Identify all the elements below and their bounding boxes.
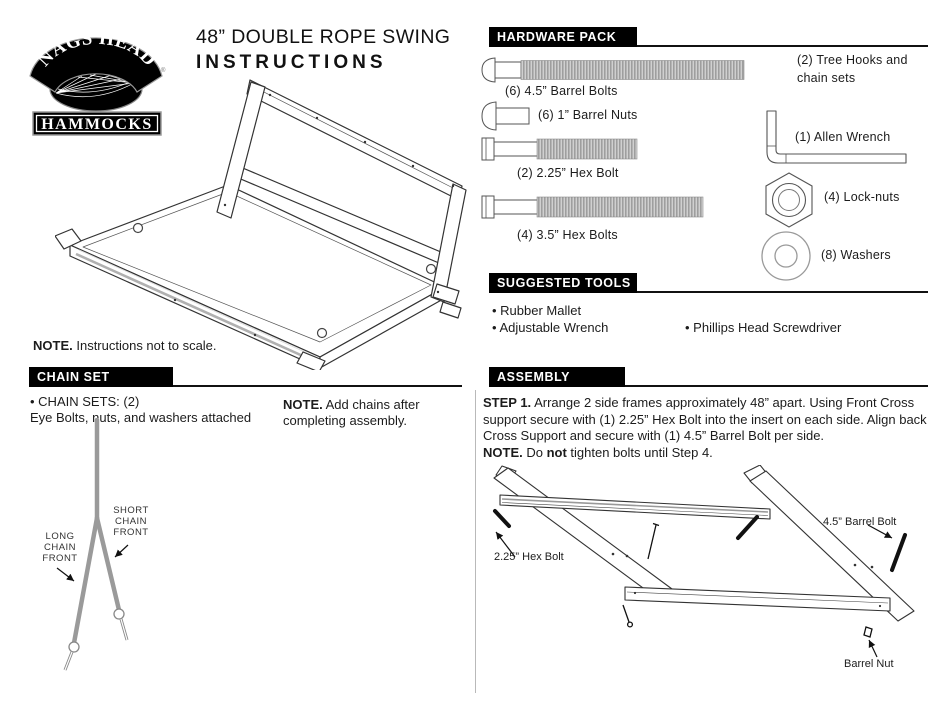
chain-sets-line1: • CHAIN SETS: (2) xyxy=(30,394,140,409)
tree-hooks-label-line2: chain sets xyxy=(797,71,856,85)
allen-wrench-label: (1) Allen Wrench xyxy=(795,130,891,144)
chain-label-arrows xyxy=(56,544,129,582)
screw-dots xyxy=(173,93,455,337)
hardware-pack-header: HARDWARE PACK xyxy=(489,27,637,47)
barrel-bolt-icon xyxy=(481,57,745,83)
eye-bolt-rings xyxy=(132,222,437,339)
hex-bolt-35-icon xyxy=(481,195,704,219)
chain-note-bold: NOTE. xyxy=(283,397,323,412)
hex-bolt-225-icon xyxy=(481,137,638,161)
assembly-step1-diagram xyxy=(493,465,915,658)
step-1-bold: STEP 1. xyxy=(483,395,532,410)
swing-frame-illustration xyxy=(55,79,467,370)
chains xyxy=(71,418,122,646)
logo-banner-text: HAMMOCKS xyxy=(41,116,153,133)
column-divider xyxy=(475,390,476,693)
hammocks-banner-inner-border xyxy=(35,114,159,133)
bolt-dashes xyxy=(493,509,907,572)
step-note-post: tighten bolts until Step 4. xyxy=(566,444,713,460)
assembly-label-arrows xyxy=(495,524,893,658)
tool-phillips-screwdriver: • Phillips Head Screwdriver xyxy=(685,320,842,335)
step-note-emph: not xyxy=(546,444,567,460)
scale-note: NOTE. Instructions not to scale. xyxy=(33,338,217,354)
assembly-step-1: STEP 1. Arrange 2 side frames approximat… xyxy=(483,395,938,461)
lock-nuts-label: (4) Lock-nuts xyxy=(824,190,900,204)
tool-adjustable-wrench: • Adjustable Wrench xyxy=(492,320,609,335)
tool-rubber-mallet: • Rubber Mallet xyxy=(492,303,582,318)
barrel-nut-callout: Barrel Nut xyxy=(844,658,894,670)
tree-hooks-label-line1: (2) Tree Hooks and xyxy=(797,53,908,67)
title-block: 48” DOUBLE ROPE SWING INSTRUCTIONS xyxy=(196,26,450,74)
lock-nut-icon xyxy=(765,172,813,228)
assembly-header: ASSEMBLY xyxy=(489,367,625,387)
long-chain-label: LONG CHAIN FRONT xyxy=(42,531,78,564)
chain-eye-bolts xyxy=(63,608,129,671)
scale-note-text: Instructions not to scale. xyxy=(72,338,217,353)
page-title: 48” DOUBLE ROPE SWING xyxy=(196,26,451,48)
step-note-bold: NOTE. xyxy=(483,444,523,460)
allen-wrench-icon xyxy=(766,110,907,164)
chain-note-text: Add chains after completing assembly. xyxy=(283,397,420,428)
chain-note: NOTE. Add chains after completing assemb… xyxy=(283,397,453,429)
assembly-screw-dots xyxy=(611,552,882,608)
barrel-nut-icon xyxy=(481,101,530,131)
barrel-bolt-callout: 4.5” Barrel Bolt xyxy=(823,516,897,528)
scale-note-bold: NOTE. xyxy=(33,338,73,353)
barrel-bolts-label: (6) 4.5” Barrel Bolts xyxy=(505,84,618,98)
page-subtitle: INSTRUCTIONS xyxy=(196,52,387,73)
small-bolts xyxy=(622,522,873,638)
registered-mark: ® xyxy=(161,67,166,74)
barrel-nuts-label: (6) 1” Barrel Nuts xyxy=(538,108,638,122)
arch-banner xyxy=(29,37,163,93)
chain-set-diagram xyxy=(56,418,129,671)
washers-label: (8) Washers xyxy=(821,248,891,262)
nags-head-hammocks-logo: NAGS HEAD ® HAMMOCKS xyxy=(29,28,166,136)
chain-sets-line2: Eye Bolts, nuts, and washers attached xyxy=(30,410,252,425)
short-chain-label: SHORT CHAIN FRONT xyxy=(113,505,149,538)
chain-set-header: CHAIN SET xyxy=(29,367,173,387)
hammock-net-icon xyxy=(55,73,135,98)
suggested-tools-header: SUGGESTED TOOLS xyxy=(489,273,637,293)
step-1-text: Arrange 2 side frames approximately 48” … xyxy=(483,395,927,443)
hex-bolt-callout: 2.25” Hex Bolt xyxy=(494,551,564,563)
step-note-pre: Do xyxy=(522,444,547,460)
hex-bolt-225-label: (2) 2.25” Hex Bolt xyxy=(517,166,619,180)
hammocks-banner xyxy=(32,111,162,136)
hex-bolts-35-label: (4) 3.5” Hex Bolts xyxy=(517,228,618,242)
washer-icon xyxy=(761,231,811,281)
